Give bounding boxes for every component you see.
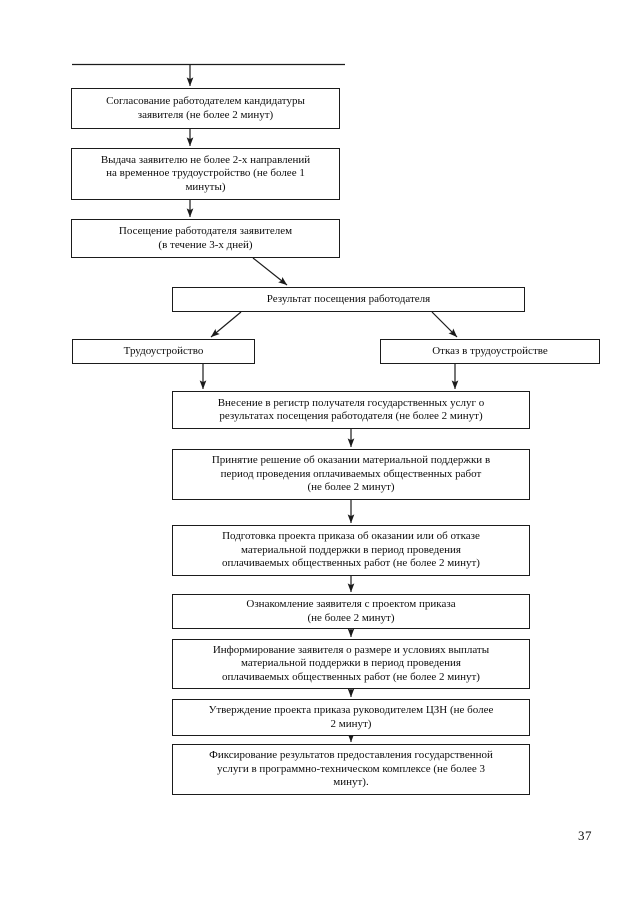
flow-node-trudoustroystvo: Трудоустройство [72,339,255,364]
flow-node-oznakomlenie-s-prikazom: Ознакомление заявителя с проектом приказ… [172,594,530,629]
connector-n3-to-n4 [252,257,288,286]
flow-node-rezultat-poseshcheniya: Результат посещения работодателя [172,287,525,312]
flow-node-vnesenie-v-registr: Внесение в регистр получателя государств… [172,391,530,429]
flow-node-podgotovka-proekta-prikaza: Подготовка проекта приказа об оказании и… [172,525,530,576]
flow-node-poseshchenie-rabotodatelya: Посещение работодателя заявителем (в теч… [71,219,340,258]
flow-node-fiksirovanie-rezultatov: Фиксирование результатов предоставления … [172,744,530,795]
connector-n4-to-n5 [210,311,242,338]
flow-node-prinyatie-resheniya: Принятие решение об оказании материально… [172,449,530,500]
flow-node-utverzhdenie-prikaza: Утверждение проекта приказа руководителе… [172,699,530,736]
flow-node-soglasovanie: Согласование работодателем кандидатуры з… [71,88,340,129]
flow-node-informirovanie-zayavitelya: Информирование заявителя о размере и усл… [172,639,530,689]
connector-n4-to-n6 [431,311,458,338]
page-number: 37 [578,828,592,843]
flow-node-otkaz-v-trudoustroystve: Отказ в трудоустройстве [380,339,600,364]
flow-node-vydacha-napravleniy: Выдача заявителю не более 2-х направлени… [71,148,340,200]
